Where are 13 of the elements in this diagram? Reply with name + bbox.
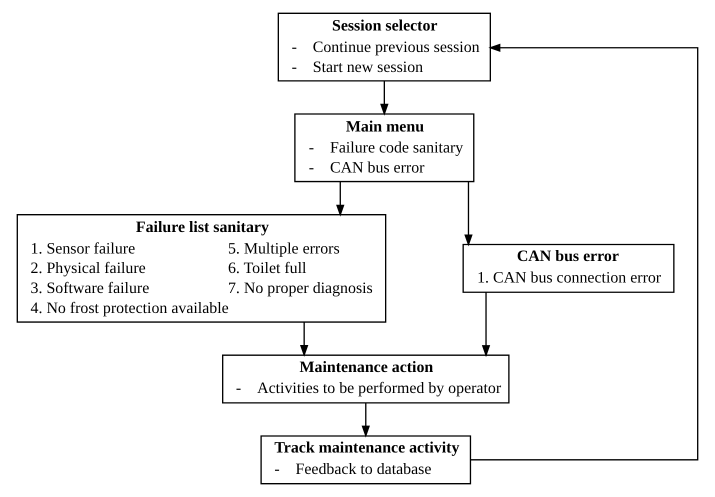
arrow (482, 292, 490, 358)
arrow (380, 81, 389, 116)
arrow (470, 44, 698, 460)
node-box: Main menu - Failure code sanitary - CAN bus error (294, 113, 474, 182)
arrow (464, 182, 473, 246)
node-box: Failure list sanitary 1. Sensor failure 5. Multiple errors 2. Physical failure 6. Toilet full 3. Software failure 7. No proper diagnosis 4. No frost protection available (16, 214, 386, 323)
node-box: CAN bus error 1. CAN bus connection error (462, 244, 675, 293)
node-box: Track maintenance activity - Feedback to database (260, 435, 472, 484)
arrow (336, 182, 344, 217)
arrow (362, 403, 370, 438)
arrow (300, 322, 308, 357)
node-box: Session selector - Continue previous session - Start new session (278, 12, 491, 82)
node-box: Maintenance action - Activities to be performed by operator (222, 354, 510, 404)
